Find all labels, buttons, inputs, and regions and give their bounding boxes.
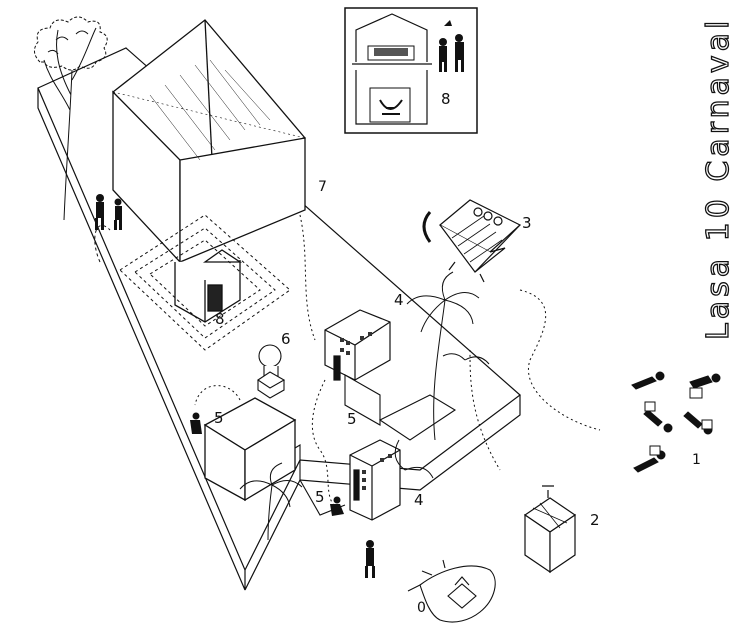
label-4b: 4 [414,491,424,509]
tower-block-4b [350,440,400,520]
label-0: 0 [417,600,426,616]
gift-cube-2 [525,486,575,572]
floating-tower-3 [424,200,520,282]
label-8: 8 [215,310,225,328]
inset-panel [345,8,477,133]
label-5a: 5 [214,409,224,427]
drawing-title: Lasa 10 Carnaval [701,17,736,340]
inset-number-8: 8 [441,90,451,108]
label-1: 1 [692,452,701,468]
label-5c: 5 [315,488,325,506]
label-5b: 5 [347,410,357,428]
label-6: 6 [281,330,291,348]
label-2: 2 [590,511,600,529]
label-4a: 4 [394,291,404,309]
floating-people-group [632,372,720,472]
label-3: 3 [522,214,532,232]
label-7: 7 [318,179,327,195]
